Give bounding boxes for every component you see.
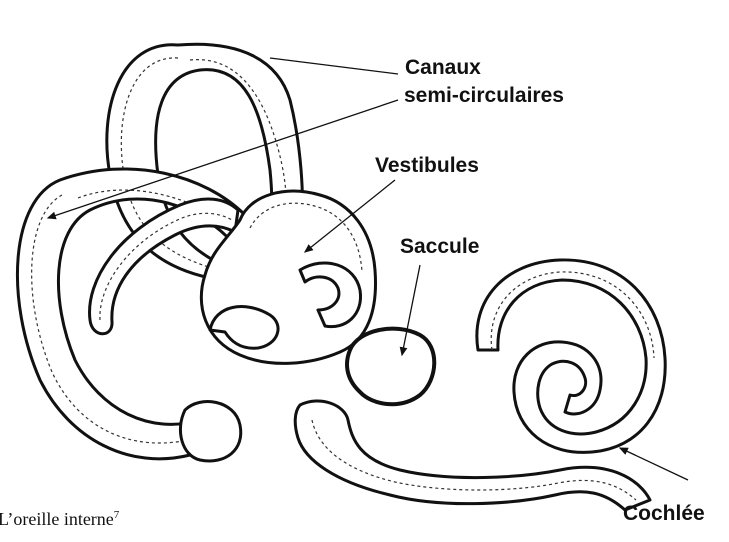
leader-canaux-a bbox=[270, 58, 398, 74]
label-semi-circulaires: semi-circulaires bbox=[404, 84, 564, 107]
label-saccule: Saccule bbox=[400, 235, 479, 258]
caption-footnote: 7 bbox=[114, 509, 120, 521]
figure-caption: L’oreille interne7 bbox=[0, 509, 119, 530]
caption-text: L’oreille interne bbox=[0, 509, 114, 529]
label-cochlee: Cochlée bbox=[623, 502, 705, 525]
ampulla bbox=[180, 402, 240, 461]
leader-cochlee bbox=[620, 448, 688, 480]
saccule-shape bbox=[347, 329, 434, 405]
label-vestibules: Vestibules bbox=[375, 154, 479, 177]
label-canaux: Canaux bbox=[405, 56, 481, 79]
